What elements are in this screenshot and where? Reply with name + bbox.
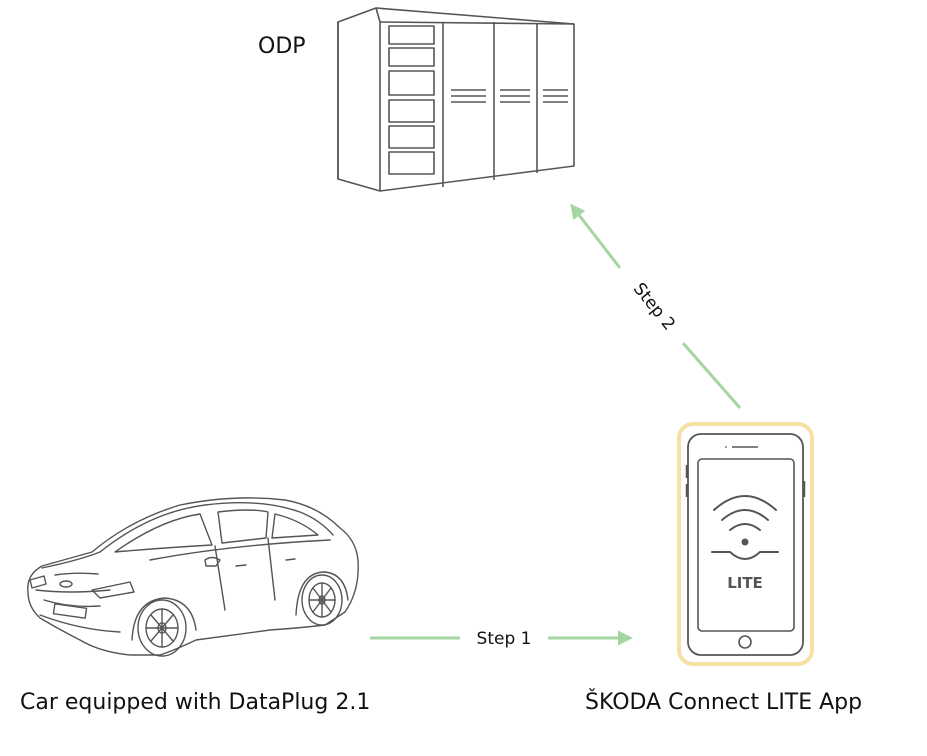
step2-line-upper: [570, 203, 622, 269]
car-icon: [27, 497, 359, 657]
phone-highlight: [677, 422, 814, 666]
step1-label: Step 1: [477, 629, 532, 649]
front-wheel-icon: [137, 599, 187, 657]
step1-arrow: Step 1: [370, 629, 633, 649]
car-label: Car equipped with DataPlug 2.1: [20, 690, 371, 715]
app-label: ŠKODA Connect LITE App: [585, 690, 863, 715]
rear-wheel-icon: [301, 574, 343, 626]
smartphone-icon: LITE: [677, 422, 814, 666]
plug-icon: [711, 551, 779, 560]
odp-label: ODP: [258, 34, 306, 59]
wifi-dot-icon: [741, 538, 749, 546]
wifi-icon: [713, 495, 777, 531]
step2-arrow: Step 2: [570, 203, 742, 409]
server-cabinet-icon: [337, 7, 575, 192]
phone-screen-text: LITE: [727, 574, 763, 592]
step2-label: Step 2: [629, 279, 679, 334]
step2-line-lower: [681, 342, 742, 409]
